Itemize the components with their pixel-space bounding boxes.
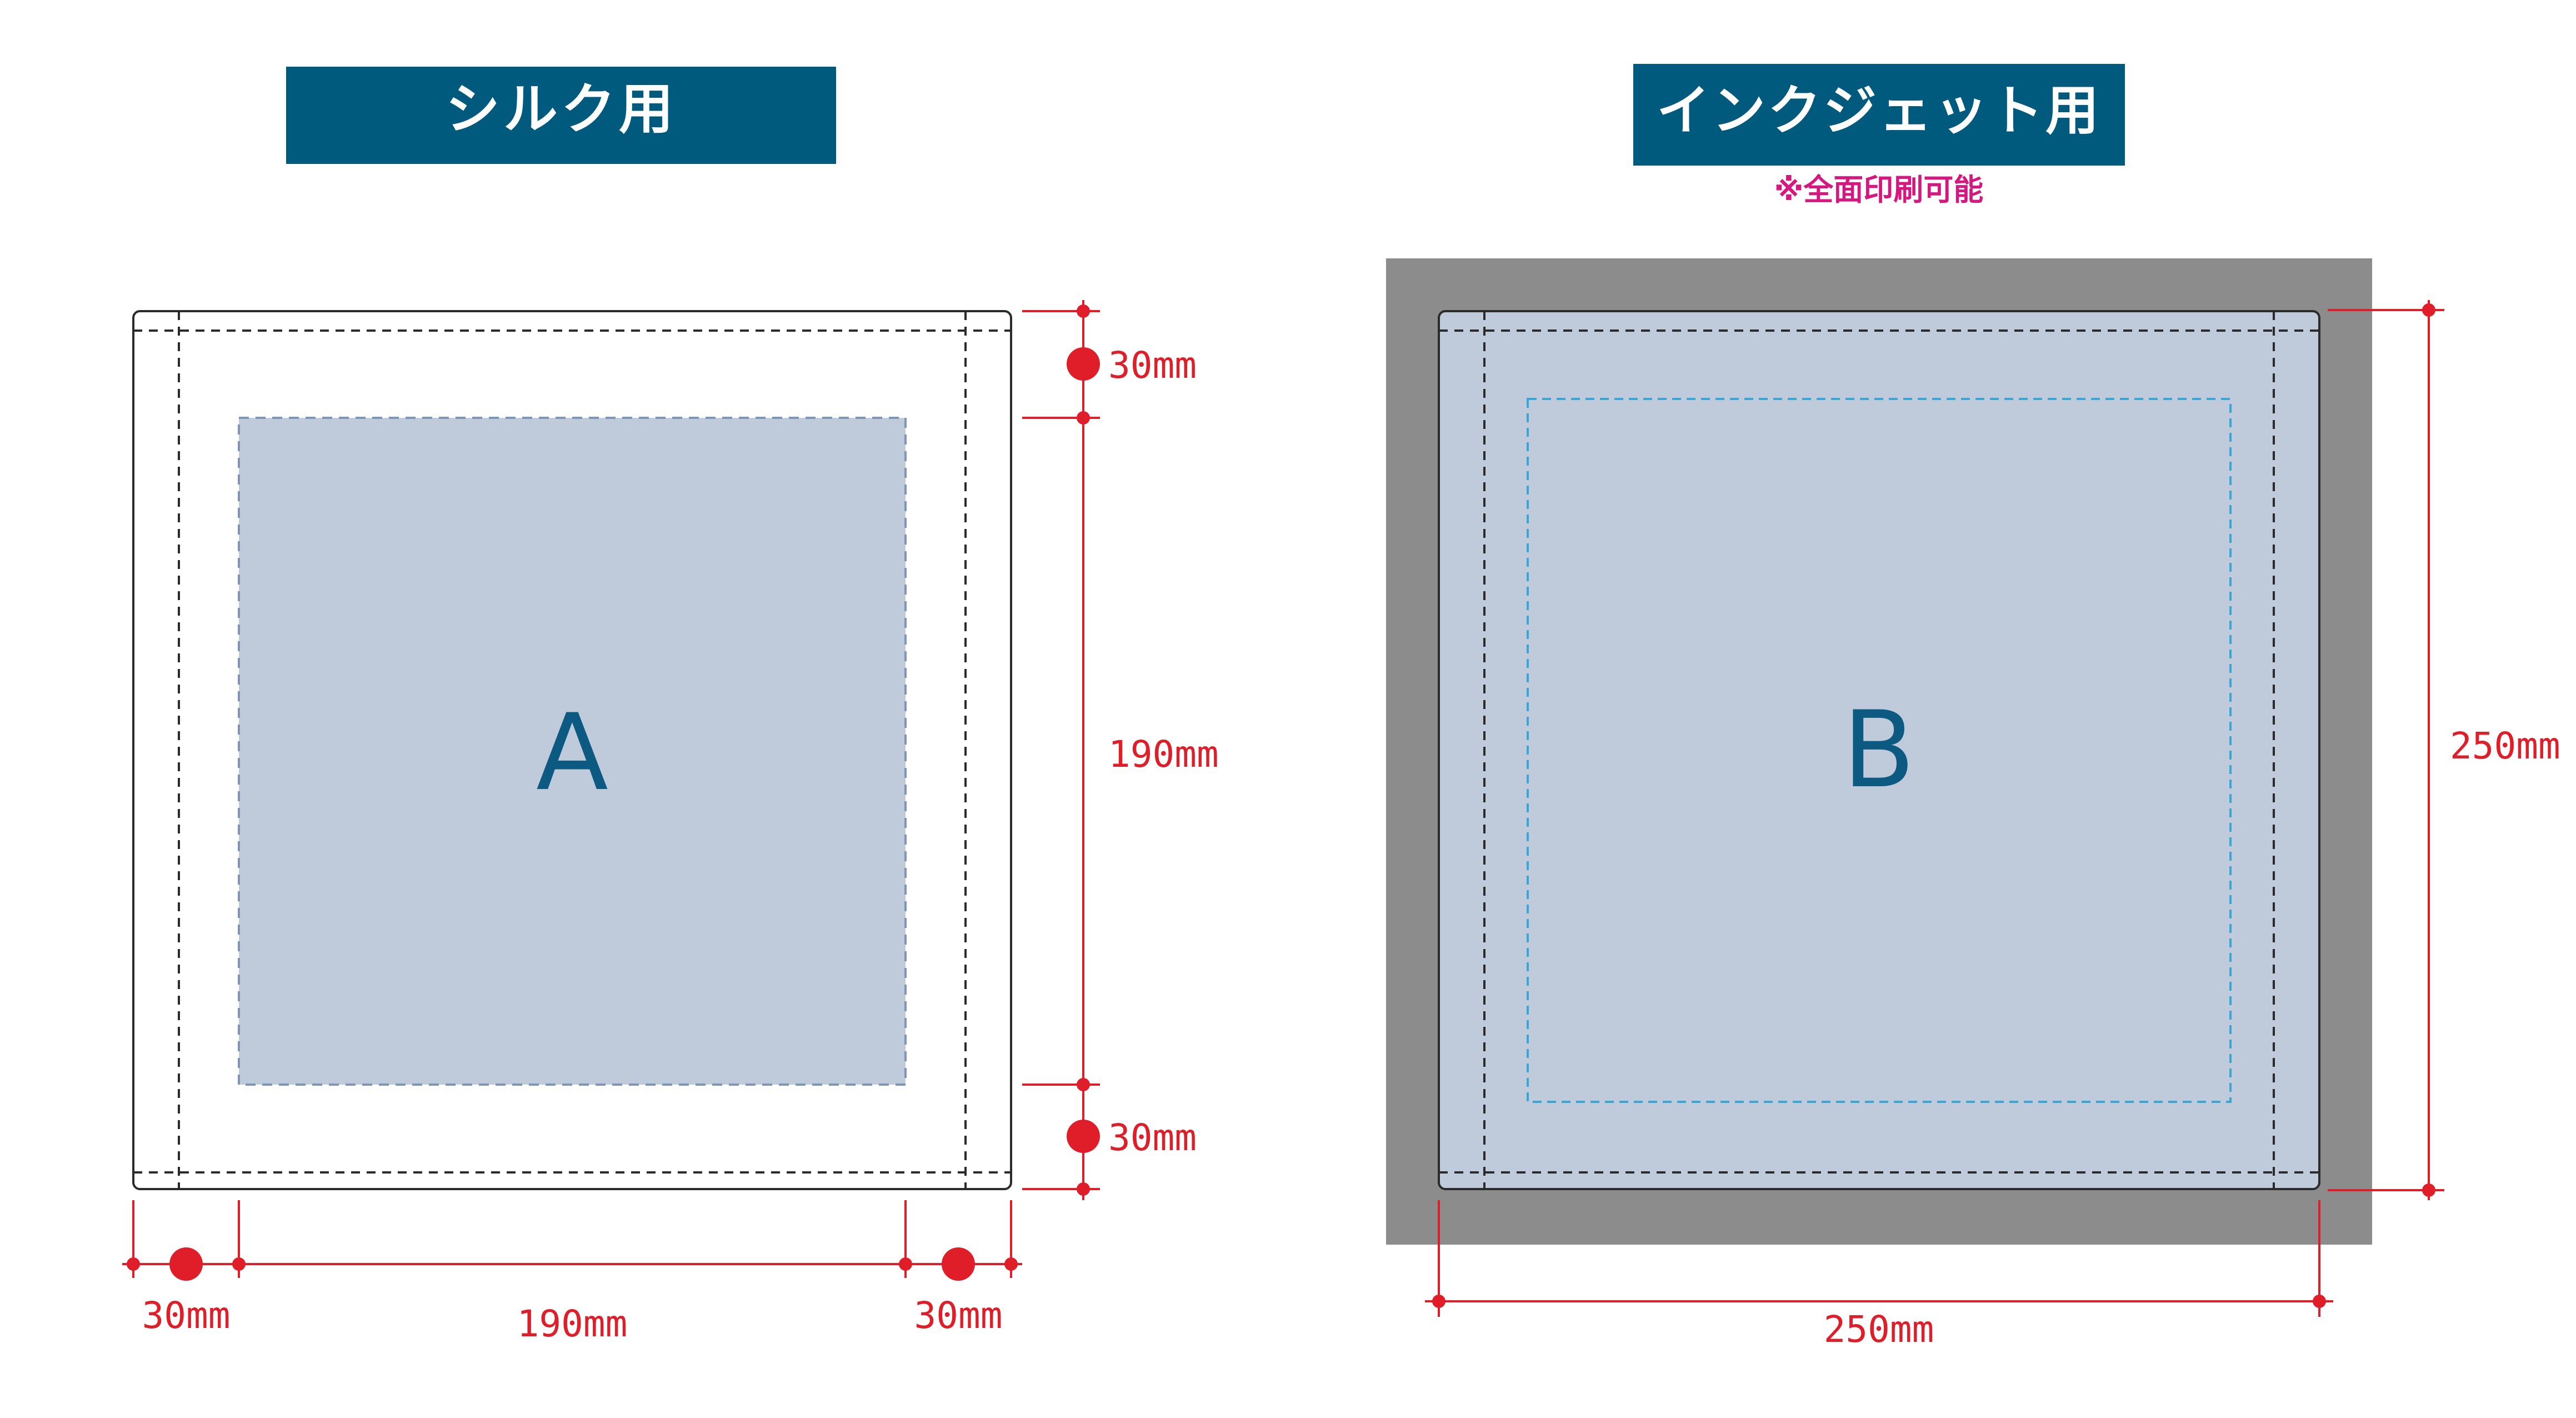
silk-vertical-ticks [1067, 304, 1100, 1196]
silk-dim-top-margin: 30mm [1108, 344, 1197, 387]
inkjet-vertical-ticks [2422, 303, 2435, 1197]
silk-print-area [238, 417, 907, 1086]
silk-panel: シルク用 A 30mm 190mm [122, 67, 1219, 1345]
silk-dim-right-margin: 30mm [914, 1294, 1003, 1337]
silk-top-margin-marker [1067, 347, 1100, 381]
inkjet-product-outline [1438, 310, 2320, 1190]
inkjet-stitch-lines [1439, 311, 2319, 1189]
inkjet-dim-height: 250mm [2450, 725, 2560, 767]
inkjet-dim-width: 250mm [1824, 1308, 1934, 1351]
inkjet-safe-area [1527, 398, 2232, 1103]
silk-title-bar [286, 67, 836, 164]
inkjet-title-bar [1633, 64, 2125, 166]
silk-dim-left-margin: 30mm [142, 1294, 231, 1337]
inkjet-title: インクジェット用 [1657, 79, 2101, 142]
silk-dim-bottom-margin: 30mm [1108, 1116, 1197, 1159]
silk-stitch-lines [133, 311, 1011, 1189]
silk-area-label: A [536, 691, 608, 814]
silk-dim-width: 190mm [517, 1302, 628, 1345]
silk-bottom-margin-marker [1067, 1120, 1100, 1153]
silk-vertical-dimension [1022, 300, 1100, 1200]
inkjet-note: ※全面印刷可能 [1774, 172, 1984, 207]
silk-right-margin-marker [942, 1247, 975, 1281]
inkjet-area-label: B [1843, 688, 1915, 811]
silk-horizontal-ticks [127, 1247, 1018, 1281]
silk-horizontal-dimension [122, 1200, 1022, 1278]
silk-title: シルク用 [446, 78, 677, 141]
silk-dim-height: 190mm [1108, 733, 1219, 776]
inkjet-panel: インクジェット用 ※全面印刷可能 B 250mm [1386, 64, 2560, 1351]
inkjet-horizontal-ticks [1432, 1295, 2326, 1308]
silk-left-margin-marker [169, 1247, 203, 1281]
